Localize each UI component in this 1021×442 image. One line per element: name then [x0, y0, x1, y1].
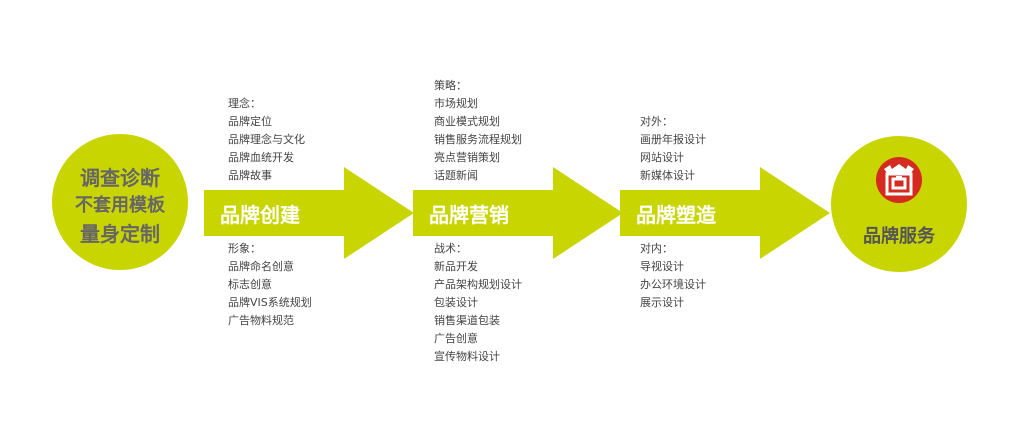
left-circle-text: 调查诊断 不套用模板 量身定制 — [52, 164, 188, 248]
shaping-external-block: 对外： 画册年报设计 网站设计 新媒体设计 — [640, 113, 706, 185]
block-heading: 对内： — [640, 242, 673, 255]
block-heading: 策略： — [434, 79, 467, 92]
arrow-label: 品牌塑造 — [636, 203, 716, 227]
block-heading: 形象： — [228, 242, 261, 255]
list-item: 标志创意 — [228, 278, 272, 291]
shaping-internal-block: 对内： 导视设计 办公环境设计 展示设计 — [640, 240, 706, 312]
marketing-strategy-block: 策略： 市场规划 商业模式规划 销售服务流程规划 亮点营销策划 话题新闻 — [434, 77, 522, 185]
left-circle-line-3: 量身定制 — [80, 222, 160, 246]
list-item: 新品开发 — [434, 260, 478, 273]
left-circle-line-1: 调查诊断 — [80, 166, 160, 190]
list-item: 话题新闻 — [434, 169, 478, 182]
list-item: 包装设计 — [434, 296, 478, 309]
arrow-brand-marketing: 品牌营销 — [413, 167, 623, 259]
list-item: 品牌定位 — [228, 115, 272, 128]
arrow-shape — [620, 167, 830, 259]
block-heading: 战术： — [434, 242, 467, 255]
list-item: 办公环境设计 — [640, 278, 706, 291]
list-item: 亮点营销策划 — [434, 151, 500, 164]
list-item: 品牌VIS系统规划 — [228, 296, 312, 309]
list-item: 画册年报设计 — [640, 133, 706, 146]
arrow-label: 品牌营销 — [429, 203, 509, 227]
marketing-tactics-block: 战术： 新品开发 产品架构规划设计 包装设计 销售渠道包装 广告创意 宣传物料设… — [434, 240, 522, 366]
list-item: 广告物料规范 — [228, 314, 294, 327]
list-item: 宣传物料设计 — [434, 350, 500, 363]
list-item: 新媒体设计 — [640, 169, 695, 182]
list-item: 展示设计 — [640, 296, 684, 309]
arrow-shape — [204, 167, 414, 259]
arrow-brand-creation: 品牌创建 — [204, 167, 414, 259]
block-heading: 对外： — [640, 115, 673, 128]
list-item: 广告创意 — [434, 332, 478, 345]
list-item: 市场规划 — [434, 97, 478, 110]
list-item: 品牌理念与文化 — [228, 133, 305, 146]
list-item: 网站设计 — [640, 151, 684, 164]
list-item: 销售服务流程规划 — [434, 133, 522, 146]
arrow-brand-shaping: 品牌塑造 — [620, 167, 830, 259]
list-item: 导视设计 — [640, 260, 684, 273]
list-item: 品牌故事 — [228, 169, 272, 182]
list-item: 品牌命名创意 — [228, 260, 294, 273]
brand-service-circle: 品牌服务 — [831, 136, 967, 272]
create-concept-block: 理念： 品牌定位 品牌理念与文化 品牌血统开发 品牌故事 — [228, 95, 305, 185]
arrow-label: 品牌创建 — [220, 203, 300, 227]
list-item: 产品架构规划设计 — [434, 278, 522, 291]
seal-icon — [876, 157, 922, 203]
research-diagnosis-circle: 调查诊断 不套用模板 量身定制 — [52, 134, 188, 270]
brand-service-label: 品牌服务 — [863, 226, 935, 247]
list-item: 销售渠道包装 — [434, 314, 500, 327]
list-item: 品牌血统开发 — [228, 151, 294, 164]
list-item: 商业模式规划 — [434, 115, 500, 128]
block-heading: 理念： — [228, 97, 261, 110]
left-circle-line-2: 不套用模板 — [75, 195, 165, 216]
arrow-shape — [413, 167, 623, 259]
create-image-block: 形象： 品牌命名创意 标志创意 品牌VIS系统规划 广告物料规范 — [228, 240, 312, 330]
